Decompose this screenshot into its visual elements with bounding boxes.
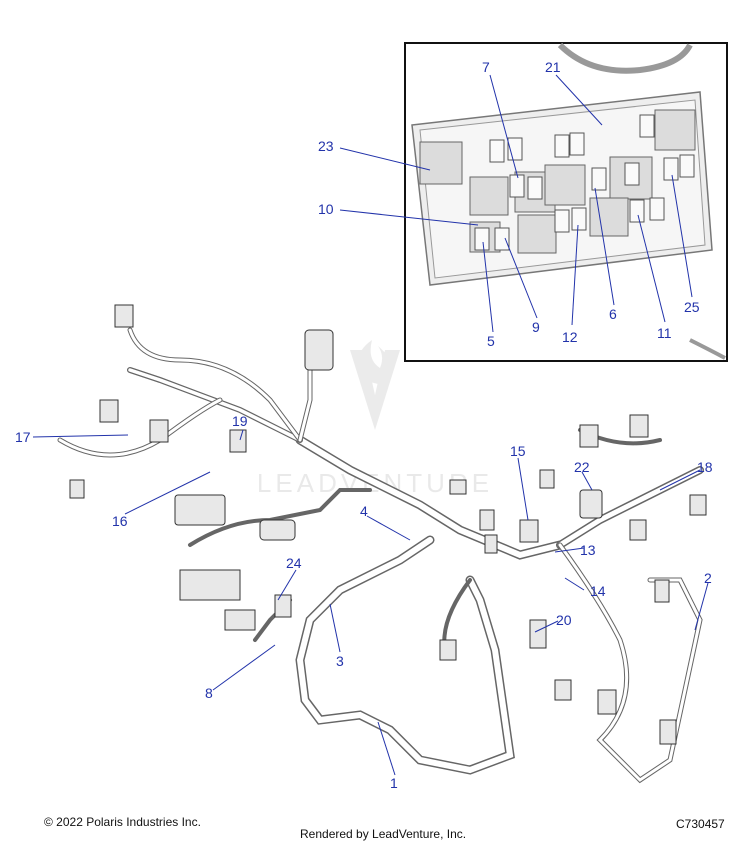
callout-15: 15 (510, 443, 526, 459)
callout-23: 23 (318, 138, 334, 154)
callout-1: 1 (390, 775, 398, 791)
callout-11: 11 (657, 325, 672, 341)
callout-20: 20 (556, 612, 572, 628)
callout-21: 21 (545, 59, 561, 75)
callout-2: 2 (704, 570, 712, 586)
callout-16: 16 (112, 513, 128, 529)
leadventure-watermark: LEADVENTURE (257, 340, 489, 498)
callout-8: 8 (205, 685, 213, 701)
callout-18: 18 (697, 459, 713, 475)
copyright-text: © 2022 Polaris Industries Inc. (44, 815, 201, 829)
callout-6: 6 (609, 306, 617, 322)
part-number: C730457 (676, 817, 725, 831)
callout-14: 14 (590, 583, 606, 599)
callout-4: 4 (360, 503, 368, 519)
callout-leaders (32, 429, 709, 776)
rendered-by-text: Rendered by LeadVenture, Inc. (300, 827, 467, 841)
callout-22: 22 (574, 459, 590, 475)
callout-12: 12 (562, 329, 578, 345)
callout-25: 25 (684, 299, 700, 315)
fuse-box-inset (339, 42, 728, 362)
callout-9: 9 (532, 319, 540, 335)
main-harness (57, 327, 704, 784)
callout-labels: 1 2 3 4 5 6 7 8 9 10 11 12 13 14 15 16 1… (15, 59, 713, 791)
callout-10: 10 (318, 201, 334, 217)
callout-24: 24 (286, 555, 302, 571)
callout-13: 13 (580, 542, 596, 558)
callout-17: 17 (15, 429, 31, 445)
harness-connectors (69, 304, 707, 745)
callout-5: 5 (487, 333, 495, 349)
callout-19: 19 (232, 413, 248, 429)
callout-7: 7 (482, 59, 490, 75)
callout-3: 3 (336, 653, 344, 669)
